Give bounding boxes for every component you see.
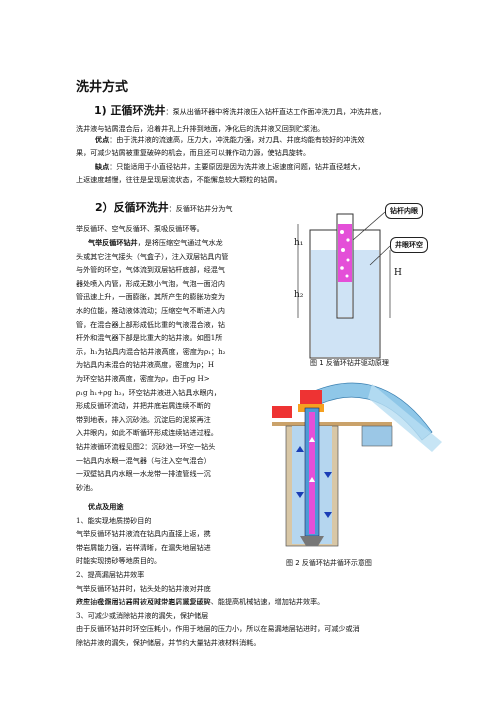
sec2-text: 带到地表，排入沉砂池。沉淀后的泥浆再注: [76, 414, 211, 424]
sec2-text: 钻井液循环流程见图2：沉砂池一环空一钻头: [76, 441, 216, 451]
callout-leader-2: [369, 245, 391, 266]
sec2-line: 水的位能，推动液体流动；压缩空气不断进入内: [76, 304, 276, 318]
label-h1: h₁: [294, 238, 304, 248]
figure-2-caption: 图 2 反循环钻井循环示意图: [286, 559, 372, 567]
label-h2: h₂: [294, 290, 304, 300]
sec2-line: 为钻具内未混合的钻井液高度，密度为ρ；H: [76, 358, 276, 372]
sec2-text: 一双壁钻具内水眼一水龙带一排渣管线一沉: [76, 469, 211, 479]
sec2-text: 为环空钻井液高度，密度为ρ，由于ρg H>: [76, 373, 210, 383]
sec2-line: 一双壁钻具内水眼一水龙带一排渣管线一沉: [76, 467, 276, 481]
settling-pit: [361, 425, 393, 447]
swivel: [300, 390, 322, 404]
callout-leader-1: [352, 211, 386, 241]
sec3-line: 带岩屑能力强，岩样清晰，在漏失地层钻进: [76, 542, 211, 552]
figure-2-diagram: [272, 382, 442, 547]
ground-surface: [272, 422, 392, 426]
inner-bore: [309, 412, 315, 534]
sec2-text: 为钻具内未混合的钻井液高度，密度为ρ；H: [76, 360, 215, 370]
sec2-text: 杆外和混气器下部是比重大的钻井液。如图1所: [76, 333, 223, 343]
sec1-dis-line2: 上返速度越慢，往往是呈现层流状态，不能懈怠较大颗粒的钻屑。: [76, 175, 282, 184]
sec2-text: 砂池。: [76, 482, 98, 492]
sec2-line: 头或其它注气接头（气盒子），注入双层钻具内管: [76, 250, 276, 264]
sec2-text: 器处喷入内管，形成无数小气泡，气泡一面沿内: [76, 278, 225, 288]
air-compressor: [272, 406, 292, 418]
sec2-line: 与外管的环空，气体流到双层钻杆底部，经混气: [76, 263, 276, 277]
sec2-line: 带到地表，排入沉砂池。沉淀后的泥浆再注: [76, 413, 276, 427]
sec1-line2: 洗井液与钻屑混合后，沿着井孔上升排到地面，净化后的洗井液又回到贮浆池。: [76, 124, 325, 133]
mixed-fluid: [338, 224, 352, 282]
sec3-line: 2、提高漏层钻井效率: [76, 569, 145, 579]
sec2-text: 形成反循环流动，并把井底岩屑连续不断的: [76, 401, 211, 411]
sec2-text: 水的位能，推动液体流动；压缩空气不断进入内: [76, 305, 225, 315]
sec1-heading-line: 1) 正循环洗井：泵从出循环器中将洗井液压入钻杆直达工作面冲洗刀具，冲洗井底，: [94, 104, 434, 119]
sec2-text: ρ₁g h₁+ρg h₂，环空钻井液进入钻具水眼内，: [76, 387, 221, 397]
discharge-line: [368, 384, 442, 452]
sec2-line: 钻井液循环流程见图2：沉砂池一环空一钻头: [76, 440, 276, 454]
sec2-line: 砂池。: [76, 481, 276, 495]
flow-arrows: [296, 437, 332, 518]
sec2-line: 入井眼内，如此不断循环形成连续钻进过程。: [76, 426, 276, 440]
sec2-line: 器处喷入内管，形成无数小气泡，气泡一面沿内: [76, 277, 276, 291]
sec2-text: 管，在混合器上部形成低比重的气液混合液，钻: [76, 319, 225, 329]
sec2-text: 一钻具内水眼一混气器（与注入空气混合）: [76, 455, 211, 465]
sec3-full-line: 效应，在漏层钻井时，可减少岩屑重复破碎、能提高机械钻速，增加钻井效率。: [76, 597, 325, 606]
sec2-line: 形成反循环流动，并把井底岩屑连续不断的: [76, 399, 276, 413]
sec2-line: ρ₁g h₁+ρg h₂，环空钻井液进入钻具水眼内，: [76, 386, 276, 400]
sec1-adv: 优点：由于洗井液的流速高，压力大，冲洗能力强，对刀具、井底均能有较好的冲洗效: [95, 133, 440, 147]
unmixed-fluid: [338, 282, 352, 317]
sec3-narrow-block: 优点及用途 1、能实现地质捞砂目的气举反循环钻井液流在钻具内直接上返，携带岩屑能…: [76, 500, 276, 609]
sec2-heading: 2）反循环洗井: [95, 201, 169, 214]
sec2-heading-line: 2）反循环洗井：反循环钻井分为气: [95, 201, 295, 216]
sec2-line: 示，h₁为钻具内混合钻井液高度，密度为ρ₁；h₂: [76, 345, 276, 359]
sec1-dis-label: 缺点: [95, 162, 110, 171]
sec2-text: 头或其它注气接头（气盒子），注入双层钻具内管: [76, 251, 229, 261]
sec3-line: 气举反循环钻井时，钻头处的钻井液对井底: [76, 583, 211, 593]
sec2-line: 管，在混合器上部形成低比重的气液混合液，钻: [76, 318, 276, 332]
figure-1-diagram: [297, 211, 391, 359]
figure-1-caption: 图 1 反循环钻井驱动原理: [310, 359, 389, 367]
callout-annulus: 井眼环空: [390, 237, 428, 253]
sec2-line: 管迅速上升，一面膨胀，其所产生的膨胀功变为: [76, 290, 276, 304]
sec2-line2: 举反循环、空气反循环、泵吸反循环等。: [76, 224, 204, 233]
sec3-line: 产生抽吸作用，岩屑被及时带走，减少压实: [76, 597, 211, 607]
sec3-full-block: 效应，在漏层钻井时，可减少岩屑重复破碎、能提高机械钻速，增加钻井效率。 3、可减少…: [76, 595, 436, 649]
sec3-full-line: 3、可减少或消除钻井液的漏失，保护储层: [76, 610, 209, 620]
sec3-full-line: 由于反循环钻井时环空压耗小，作用于地层的压力小，所以在易漏地层钻进时，可减少或消: [76, 624, 360, 634]
sec3-line: 时能实现捞砂等地质目的。: [76, 556, 162, 566]
sec2-text: 与外管的环空，气体流到双层钻杆底部，经混气: [76, 265, 225, 275]
drill-bit: [300, 536, 324, 546]
callout-pipe-bore: 钻杆内眼: [385, 203, 423, 219]
sec2-text: 示，h₁为钻具内混合钻井液高度，密度为ρ₁；h₂: [76, 346, 226, 356]
sec2-term: 气举反循环钻井: [88, 238, 138, 247]
sec2-line: 一钻具内水眼一混气器（与注入空气混合）: [76, 454, 276, 468]
page-title: 洗井方式: [76, 80, 129, 95]
sec3-line: 气举反循环钻井液流在钻具内直接上返，携: [76, 529, 211, 539]
sec2-line: 气举反循环钻井，是将压缩空气通过气水龙: [76, 236, 276, 250]
sec1-adv-text: ：由于洗井液的流速高，压力大，冲洗能力强，对刀具、井底均能有较好的冲洗效: [109, 135, 365, 144]
gas-bubbles: [340, 230, 350, 278]
sec3-line: 1、能实现地质捞砂目的: [76, 515, 152, 525]
sec2-line: 杆外和混气器下部是比重大的钻井液。如图1所: [76, 331, 276, 345]
sec2-line: 为环空钻井液高度，密度为ρ，由于ρg H>: [76, 372, 276, 386]
sec1-heading: 1) 正循环洗井: [94, 104, 166, 117]
sec2-text: ，是将压缩空气通过气水龙: [137, 238, 223, 247]
sec1-adv-line2: 果，可减少钻屑被重复破碎的机会，而且还可以兼作动力源，使钻具旋转。: [76, 148, 311, 157]
sec1-dis: 缺点：只能适用于小直径钻井，主要原因是因为洗井液上返速度问题，钻井直径越大，: [95, 160, 440, 174]
sec1-adv-label: 优点: [95, 135, 110, 144]
sec2-text: 入井眼内，如此不断循环形成连续钻进过程。: [76, 428, 218, 438]
sec2-intro: ：反循环钻井分为气: [168, 204, 233, 213]
sec3-heading: 优点及用途: [88, 502, 124, 511]
sec1-dis-text: ：只能适用于小直径钻井，主要原因是因为洗井液上返速度问题，钻井直径越大，: [109, 162, 365, 171]
sec3-full-line: 除钻井液的漏失，保护储层，并节约大量钻井液材料消耗。: [76, 637, 261, 647]
label-H: H: [394, 268, 402, 278]
sec2-text: 管迅速上升，一面膨胀，其所产生的膨胀功变为: [76, 292, 225, 302]
sec2-body: 气举反循环钻井，是将压缩空气通过气水龙头或其它注气接头（气盒子），注入双层钻具内…: [76, 236, 276, 494]
sec1-intro: ：泵从出循环器中将洗井液压入钻杆直达工作面冲洗刀具，冲洗井底，: [165, 107, 386, 116]
